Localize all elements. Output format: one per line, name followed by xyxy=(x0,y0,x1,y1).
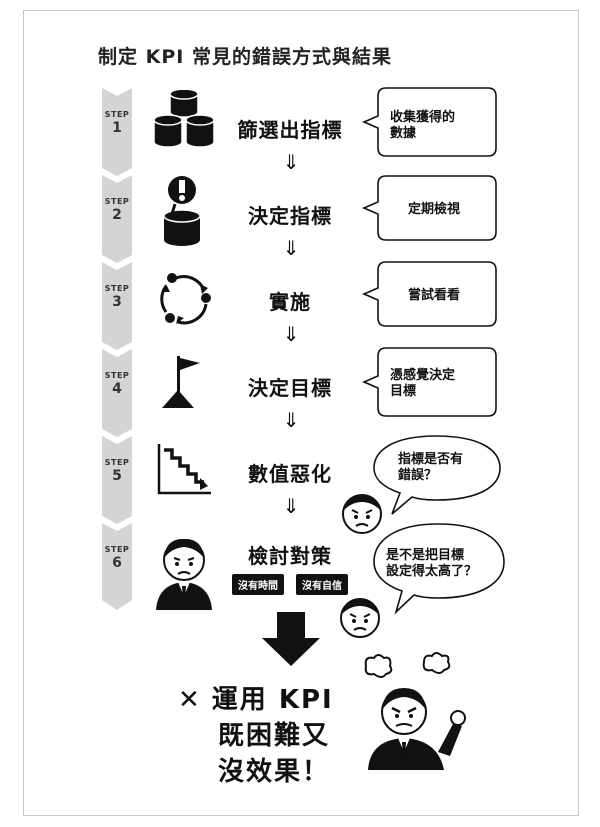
result-line-1: ✕運用 KPI xyxy=(178,685,334,715)
step-name-2: 決定指標 xyxy=(248,204,332,228)
cycle-arrows-icon xyxy=(160,273,211,325)
worried-face-icon xyxy=(342,494,382,534)
angry-person-icon xyxy=(364,652,466,770)
step-name-5: 數值惡化 xyxy=(248,462,332,486)
speech-text-6: 是不是把目標 設定得太高了？ xyxy=(386,548,478,579)
result-line-3: 沒效果！ xyxy=(218,757,331,787)
flow-arrow-2: ⇓ xyxy=(282,236,300,260)
step-name-3: 實施 xyxy=(269,290,311,314)
step-name-4: 決定目標 xyxy=(248,376,332,400)
diagram-title: 制定 KPI 常見的錯誤方式與結果 xyxy=(98,46,392,68)
flow-arrow-3: ⇓ xyxy=(282,322,300,346)
worried-person-icon xyxy=(156,538,212,610)
speech-bubble-6 xyxy=(373,523,505,615)
big-down-arrow-icon xyxy=(262,612,320,666)
note-bubble-1 xyxy=(361,87,497,157)
note-text-2: 定期檢視 xyxy=(408,202,461,217)
step-name-1: 篩選出指標 xyxy=(237,118,343,142)
note-bubble-4 xyxy=(361,347,497,417)
step-band xyxy=(102,88,132,610)
tag-no-confidence: 沒有自信 xyxy=(296,574,348,595)
database-alert-icon xyxy=(163,176,201,246)
result-line-2: 既困難又 xyxy=(218,721,331,751)
flow-arrow-4: ⇓ xyxy=(282,408,300,432)
speech-bubble-5 xyxy=(373,435,501,515)
note-text-4: 憑感覺決定 目標 xyxy=(390,368,456,399)
flag-summit-icon xyxy=(162,356,200,408)
result-cross-mark: ✕ xyxy=(178,685,202,715)
flow-arrow-1: ⇓ xyxy=(282,150,300,174)
step-name-6: 檢討對策 xyxy=(248,544,332,568)
declining-stairs-icon xyxy=(157,444,211,495)
note-bubble-3 xyxy=(361,261,497,327)
database-stack-icon xyxy=(153,90,215,148)
note-text-3: 嘗試看看 xyxy=(408,288,461,303)
speech-text-5: 指標是否有 錯誤？ xyxy=(398,452,464,483)
tag-no-time: 沒有時間 xyxy=(232,574,284,595)
note-text-1: 收集獲得的 數據 xyxy=(390,110,456,141)
note-bubble-2 xyxy=(361,175,497,241)
worried-face-icon-2 xyxy=(340,598,380,638)
flow-arrow-5: ⇓ xyxy=(282,494,300,518)
